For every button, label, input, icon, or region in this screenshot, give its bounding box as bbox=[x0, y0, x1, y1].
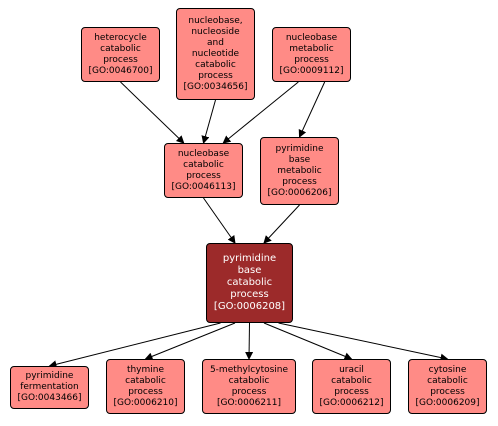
edge-n2-n4 bbox=[201, 99, 216, 144]
go-id: [GO:0006212] bbox=[319, 397, 384, 408]
term-label: pyrimidine base metabolic process bbox=[275, 143, 324, 187]
term-label: uracil catabolic process bbox=[331, 364, 372, 397]
go-term-5-methylcytosine-catabolic-process[interactable]: 5-methylcytosine catabolic process [GO:0… bbox=[202, 359, 296, 414]
edge-n6-n7 bbox=[48, 322, 221, 369]
go-term-pyrimidine-fermentation[interactable]: pyrimidine fermentation [GO:0043466] bbox=[10, 366, 89, 409]
edge-n6-n9 bbox=[245, 322, 254, 360]
go-id: [GO:0043466] bbox=[17, 393, 82, 403]
term-label: thymine catabolic process bbox=[125, 364, 166, 397]
edge-n1-n4 bbox=[120, 81, 185, 144]
go-id: [GO:0006210] bbox=[113, 397, 178, 408]
term-label: nucleobase metabolic process bbox=[285, 32, 338, 65]
edge-n6-n11 bbox=[278, 322, 449, 362]
edge-n6-n8 bbox=[144, 322, 236, 361]
edge-n4-n6 bbox=[203, 197, 236, 244]
go-id: [GO:0046113] bbox=[171, 181, 236, 192]
go-id: [GO:0006211] bbox=[216, 397, 282, 408]
go-term-cytosine-catabolic-process[interactable]: cytosine catabolic process [GO:0006209] bbox=[408, 359, 487, 414]
go-id: [GO:0006209] bbox=[415, 397, 480, 408]
edge-n3-n5 bbox=[298, 81, 326, 138]
go-id: [GO:0046700] bbox=[88, 65, 153, 76]
go-term-nucleobase-catabolic-process[interactable]: nucleobase catabolic process [GO:0046113… bbox=[164, 143, 243, 198]
go-id: [GO:0006208] bbox=[213, 301, 286, 312]
edge-n3-n4 bbox=[222, 81, 299, 144]
go-term-heterocycle-catabolic-process[interactable]: heterocycle catabolic process [GO:004670… bbox=[81, 27, 160, 82]
go-id: [GO:0006206] bbox=[267, 187, 332, 198]
go-term-pyrimidine-base-catabolic-process[interactable]: pyrimidine base catabolic process [GO:00… bbox=[206, 243, 293, 323]
go-term-pyrimidine-base-metabolic-process[interactable]: pyrimidine base metabolic process [GO:00… bbox=[260, 137, 339, 205]
edge-n6-n10 bbox=[263, 322, 353, 361]
go-term-nucleobase-metabolic-process[interactable]: nucleobase metabolic process [GO:0009112… bbox=[272, 27, 351, 82]
go-term-nucleobase-nucleoside-nucleotide-catabolic-process[interactable]: nucleobase, nucleoside and nucleotide ca… bbox=[176, 8, 255, 100]
term-label: cytosine catabolic process bbox=[427, 364, 468, 397]
go-term-uracil-catabolic-process[interactable]: uracil catabolic process [GO:0006212] bbox=[312, 359, 391, 414]
term-label: 5-methylcytosine catabolic process bbox=[209, 364, 289, 397]
term-label: nucleobase catabolic process bbox=[177, 148, 230, 181]
term-label: heterocycle catabolic process bbox=[94, 32, 147, 65]
go-term-thymine-catabolic-process[interactable]: thymine catabolic process [GO:0006210] bbox=[106, 359, 185, 414]
term-label: pyrimidine base catabolic process bbox=[222, 253, 277, 300]
go-id: [GO:0034656] bbox=[183, 81, 248, 92]
go-id: [GO:0009112] bbox=[279, 65, 344, 76]
term-label: nucleobase, nucleoside and nucleotide ca… bbox=[188, 15, 243, 81]
term-label: pyrimidine fermentation bbox=[20, 371, 79, 392]
edge-n5-n6 bbox=[263, 204, 300, 244]
